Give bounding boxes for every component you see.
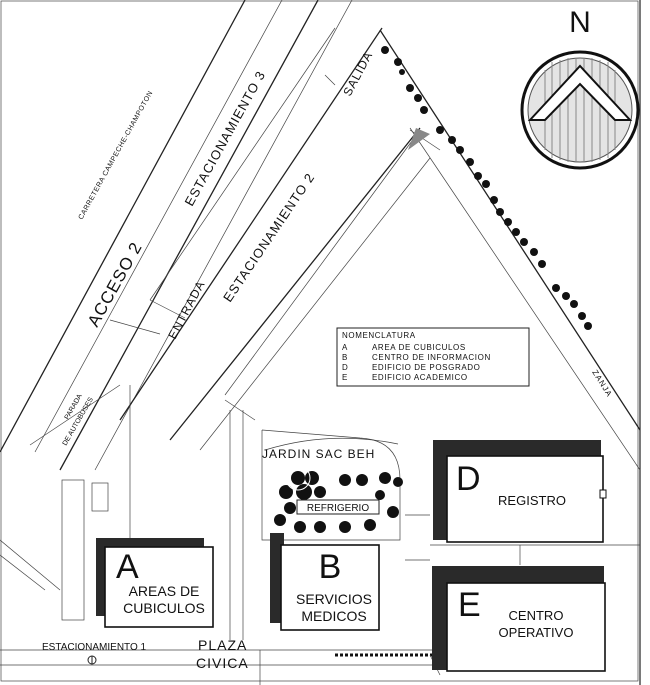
- legend-text-a: AREA DE CUBICULOS: [372, 343, 466, 352]
- acceso-label: ACCESO 2: [84, 239, 146, 330]
- jardin-label: JARDIN SAC BEH: [262, 447, 375, 461]
- building-b-line2: MEDICOS: [301, 608, 366, 624]
- building-d-letter: D: [456, 460, 481, 498]
- building-d: D REGISTRO: [433, 440, 607, 543]
- building-e: E CENTRO OPERATIVO: [432, 566, 606, 672]
- legend-text-d: EDIFICIO DE POSGRADO: [372, 363, 480, 372]
- estacionamiento2-label: ESTACIONAMIENTO 2: [220, 170, 318, 305]
- north-label: N: [569, 6, 591, 39]
- carretera-label: CARRETERA CAMPECHE-CHAMPOTON: [78, 90, 155, 221]
- building-b-line1: SERVICIOS: [296, 591, 372, 607]
- building-e-line1: CENTRO: [509, 608, 564, 623]
- legend-title: NOMENCLATURA: [342, 331, 416, 340]
- salida-label: SALIDA: [340, 49, 375, 99]
- plaza-icon: [87, 655, 97, 665]
- map-frame: [0, 0, 639, 682]
- legend-key-b: B: [342, 353, 348, 362]
- building-a-line1: AREAS DE: [129, 583, 200, 599]
- plaza-label-1: PLAZA: [198, 637, 247, 653]
- building-d-line1: REGISTRO: [498, 493, 566, 508]
- building-b-letter: B: [319, 548, 342, 586]
- estacionamiento1-label: ESTACIONAMIENTO 1: [42, 642, 147, 653]
- building-e-letter: E: [458, 586, 481, 624]
- tree-row: [381, 46, 592, 330]
- legend: NOMENCLATURA A AREA DE CUBICULOS B CENTR…: [336, 327, 530, 387]
- plaza-label-2: CIVICA: [196, 655, 249, 671]
- legend-key-d: D: [342, 363, 348, 372]
- garden-trees: [274, 465, 403, 533]
- north-arrow-compass: [520, 50, 640, 170]
- building-a: A AREAS DE CUBICULOS: [96, 538, 214, 628]
- building-a-letter: A: [116, 548, 139, 586]
- building-b: B SERVICIOS MEDICOS: [270, 533, 380, 631]
- building-a-line2: CUBICULOS: [123, 600, 205, 616]
- refrigerio-label: REFRIGERIO: [307, 503, 369, 514]
- legend-key-a: A: [342, 343, 348, 352]
- estacionamiento3-label: ESTACIONAMIENTO 3: [182, 68, 269, 209]
- legend-text-b: CENTRO DE INFORMACION: [372, 353, 491, 362]
- building-e-line2: OPERATIVO: [499, 625, 574, 640]
- entrada-label: ENTRADA: [165, 278, 208, 341]
- legend-text-e: EDIFICIO ACADEMICO: [372, 373, 468, 382]
- legend-key-e: E: [342, 373, 348, 382]
